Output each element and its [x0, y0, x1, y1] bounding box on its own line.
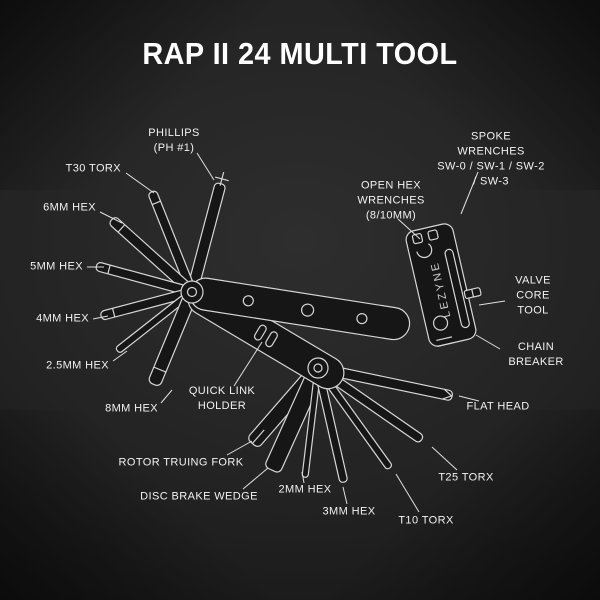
leader-line-t25-torx	[431, 446, 458, 471]
label-6mm-hex: 6MM HEX	[43, 201, 96, 214]
label-rotor-truing-fork: ROTOR TRUING FORK	[118, 456, 244, 469]
label-2mm-hex: 2MM HEX	[278, 483, 332, 496]
4mm-hex-bit	[100, 287, 193, 321]
flat-head-bit	[317, 363, 453, 401]
label-chain-breaker: CHAIN BREAKER	[508, 341, 564, 368]
label-2-5mm-hex: 2.5MM HEX	[46, 359, 109, 372]
leader-line-6mm-hex	[99, 211, 123, 224]
label-8mm-hex: 8MM HEX	[105, 402, 158, 415]
spoke-wrench-slot	[411, 233, 424, 245]
6mm-hex-bit	[109, 217, 195, 295]
leader-line-disc-wedge	[242, 467, 269, 490]
quick-link-holder-slot	[265, 331, 278, 348]
vignette-corner-top-left	[0, 0, 280, 190]
leader-line-chain-breaker	[475, 334, 501, 350]
t10-torx-bit	[315, 366, 393, 470]
tool-illustration: LEZYNE	[95, 171, 482, 483]
leader-line-4mm-hex	[92, 315, 109, 320]
pivot-bolts	[180, 280, 329, 379]
label-valve-core-tool: VALVE CORE TOOL	[515, 274, 551, 317]
label-open-hex-wrenches: OPEN HEX WRENCHES (8/10MM)	[357, 179, 425, 222]
t25-torx-bit	[316, 365, 424, 443]
label-5mm-hex: 5MM HEX	[30, 260, 83, 273]
page-title: RAP II 24 MULTI TOOL	[142, 36, 458, 71]
leader-line-t30-torx	[125, 172, 155, 194]
t30-torx-bit	[148, 190, 196, 294]
open-hex-wrench-jaw	[416, 243, 433, 259]
leader-line-quick-link	[233, 341, 263, 387]
chain-breaker-pin	[432, 315, 449, 331]
leader-line-t10-torx	[395, 473, 420, 513]
leader-line-3mm-hex	[342, 486, 348, 505]
valve-core-tool-tip	[463, 287, 482, 299]
label-4mm-hex: 4MM HEX	[36, 312, 89, 325]
5mm-hex-bit	[95, 262, 193, 297]
label-quick-link-holder: QUICK LINK HOLDER	[188, 385, 256, 412]
quick-link-holder-slot	[253, 324, 267, 341]
label-spoke-wrenches: SPOKE WRENCHES SW-0 / SW-1 / SW-2 / SW-3	[437, 130, 545, 187]
leader-line-2mm-hex	[301, 471, 305, 484]
3mm-hex-bit	[314, 367, 348, 483]
leader-line-rotor-fork	[226, 440, 253, 456]
label-flat-head: FLAT HEAD	[466, 400, 530, 413]
2-5mm-hex-bit	[115, 289, 194, 353]
rotor-truing-fork-bit	[248, 364, 323, 447]
tool-body-lower-bar	[187, 282, 345, 390]
label-t25-torx: T25 TORX	[438, 471, 494, 484]
2mm-hex-bit	[301, 367, 322, 478]
tool-body-upper-bar	[189, 277, 411, 341]
vignette-corner-bottom-left	[0, 410, 280, 600]
chain-breaker-assembly: LEZYNE	[405, 223, 482, 347]
phillips-bit	[186, 171, 229, 294]
leader-line-8mm-hex	[160, 389, 173, 404]
label-disc-brake-wedge: DISC BRAKE WEDGE	[140, 490, 258, 503]
leader-line-phillips	[196, 152, 215, 181]
brand-mark: LEZYNE	[429, 260, 454, 319]
leader-line-2-5mm-hex	[112, 350, 128, 362]
disc-brake-wedge-bit	[265, 365, 325, 473]
label-t30-torx: T30 TORX	[65, 162, 121, 175]
label-3mm-hex: 3MM HEX	[322, 505, 376, 518]
label-phillips: PHILLIPS (PH #1)	[148, 127, 200, 154]
8mm-hex-bit	[148, 290, 198, 386]
label-t10-torx: T10 TORX	[398, 514, 454, 527]
spoke-wrench-slot	[427, 229, 439, 241]
